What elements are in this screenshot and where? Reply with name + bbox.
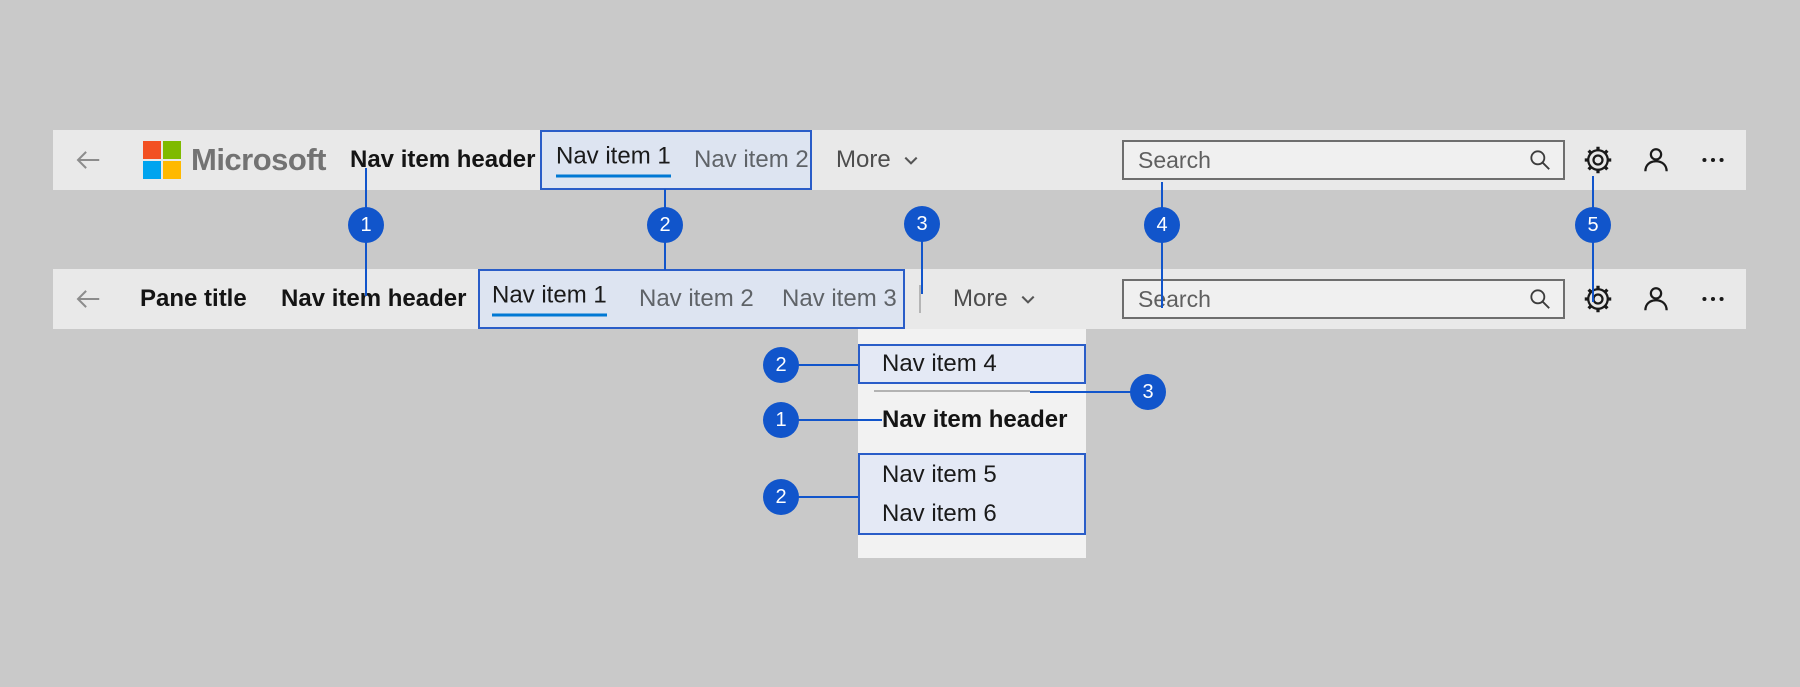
top-more-button[interactable]: More [836, 146, 919, 174]
dropdown-separator [874, 390, 1030, 392]
pane-nav-item-header[interactable]: Nav item header [281, 285, 467, 312]
callout-line-dropdown-2b [781, 496, 858, 498]
nav-more-divider [919, 285, 921, 313]
ms-square-red [143, 141, 161, 159]
top-nav-item-1[interactable]: Nav item 1 [556, 143, 671, 178]
gear-icon [1584, 285, 1612, 313]
back-arrow-icon [76, 290, 100, 308]
pane-more-button[interactable]: More [953, 285, 1036, 313]
ms-square-green [163, 141, 181, 159]
search-icon[interactable] [1527, 286, 1553, 312]
top-more-options-button[interactable] [1696, 143, 1730, 177]
top-nav-items-highlight-box [540, 130, 812, 190]
pane-search-input[interactable] [1124, 281, 1527, 317]
dropdown-nav-item-5[interactable]: Nav item 5 [882, 460, 997, 488]
top-account-button[interactable] [1639, 143, 1673, 177]
callout-badge-1: 1 [348, 207, 384, 243]
callout-badge-dropdown-2a: 2 [763, 347, 799, 383]
back-button[interactable] [71, 143, 105, 177]
pane-title: Pane title [140, 285, 247, 312]
pane-account-button[interactable] [1639, 282, 1673, 316]
more-dropdown-panel: Nav item 4 Nav item header Nav item 5 Na… [858, 329, 1086, 558]
person-icon [1644, 148, 1668, 172]
callout-badge-dropdown-3: 3 [1130, 374, 1166, 410]
callout-line-3 [921, 230, 923, 294]
callout-line-dropdown-2a [781, 364, 858, 366]
gear-icon [1584, 146, 1612, 174]
dropdown-nav-item-4[interactable]: Nav item 4 [882, 350, 997, 377]
dropdown-nav-item-6[interactable]: Nav item 6 [882, 499, 997, 527]
pane-nav-items-highlight-box [478, 269, 905, 329]
callout-badge-3: 3 [904, 206, 940, 242]
pane-nav-item-3[interactable]: Nav item 3 [782, 285, 897, 312]
dropdown-items-highlight-box: Nav item 5 Nav item 6 [858, 453, 1086, 535]
pane-settings-button[interactable] [1581, 282, 1615, 316]
pane-more-options-button[interactable] [1696, 282, 1730, 316]
top-nav-bar: Microsoft Nav item header Nav item 1 Nav… [53, 130, 1746, 190]
pane-more-label: More [953, 285, 1008, 312]
top-nav-item-2[interactable]: Nav item 2 [694, 146, 809, 173]
pane-nav-bar: Pane title Nav item header Nav item 1 Na… [53, 269, 1746, 329]
callout-line-dropdown-1 [781, 419, 882, 421]
callout-badge-dropdown-2b: 2 [763, 479, 799, 515]
pane-nav-item-2[interactable]: Nav item 2 [639, 285, 754, 312]
dropdown-nav-item-header: Nav item header [882, 406, 1068, 433]
dropdown-item-highlight-box: Nav item 4 [858, 344, 1086, 384]
ms-square-yellow [163, 161, 181, 179]
callout-line-4 [1161, 182, 1163, 308]
ms-square-blue [143, 161, 161, 179]
chevron-down-icon [1021, 295, 1035, 304]
callout-line-dropdown-3 [1030, 391, 1148, 393]
top-search-input[interactable] [1124, 142, 1527, 178]
top-settings-button[interactable] [1581, 143, 1615, 177]
back-arrow-icon [76, 151, 100, 169]
callout-badge-2: 2 [647, 207, 683, 243]
pane-back-button[interactable] [71, 282, 105, 316]
microsoft-logo-icon[interactable] [143, 141, 181, 179]
ellipsis-icon [1702, 157, 1724, 163]
search-icon[interactable] [1527, 147, 1553, 173]
chevron-down-icon [904, 156, 918, 165]
callout-badge-dropdown-1: 1 [763, 402, 799, 438]
top-nav-item-header[interactable]: Nav item header [350, 146, 536, 173]
top-search-box [1122, 140, 1565, 180]
pane-nav-item-1[interactable]: Nav item 1 [492, 282, 607, 317]
callout-badge-5: 5 [1575, 207, 1611, 243]
person-icon [1644, 287, 1668, 311]
top-more-label: More [836, 146, 891, 173]
pane-search-box [1122, 279, 1565, 319]
callout-badge-4: 4 [1144, 207, 1180, 243]
microsoft-wordmark[interactable]: Microsoft [191, 142, 327, 177]
ellipsis-icon [1702, 296, 1724, 302]
